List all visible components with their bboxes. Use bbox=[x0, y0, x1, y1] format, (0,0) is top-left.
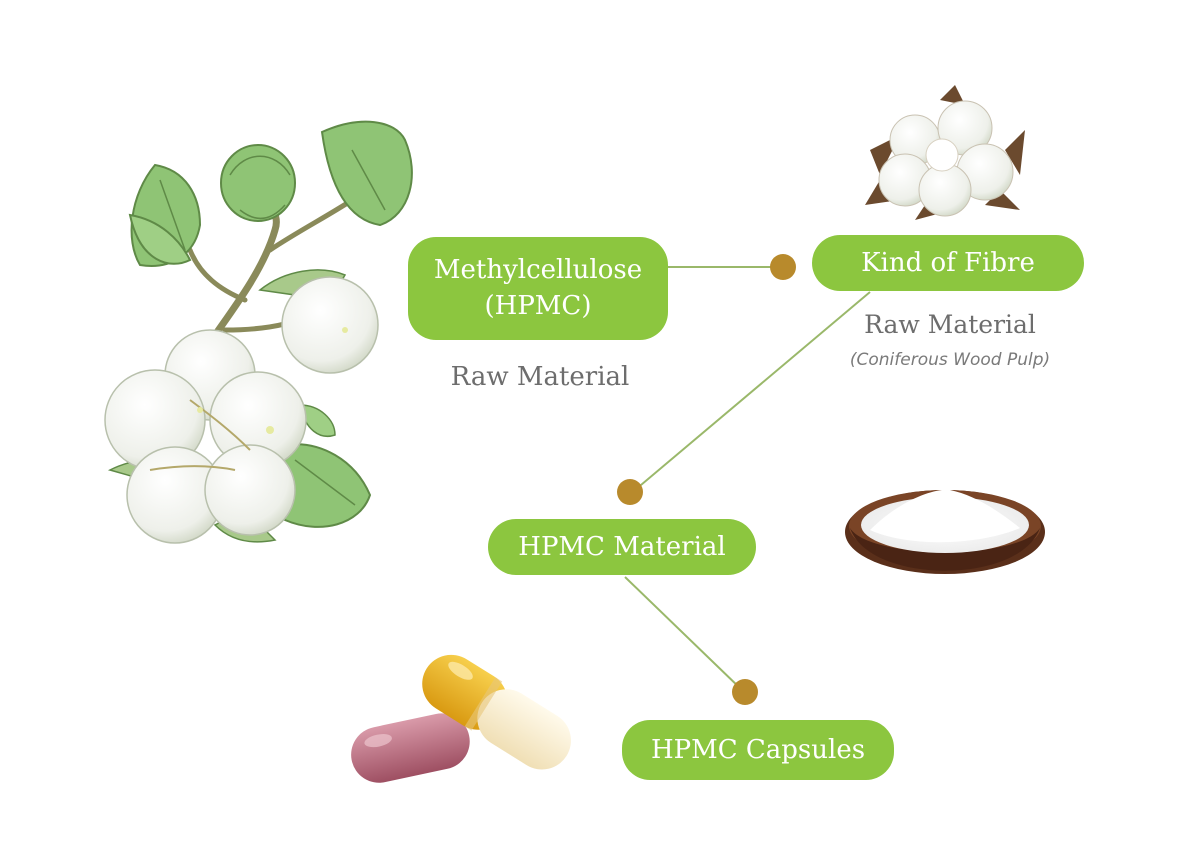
node-methylcellulose-line2: (HPMC) bbox=[484, 290, 592, 321]
caption-coniferous-wood-pulp: (Coniferous Wood Pulp) bbox=[849, 350, 1051, 370]
connector-dot-material bbox=[617, 479, 643, 505]
connector-lines bbox=[624, 266, 871, 691]
caption-raw-material-left: Raw Material bbox=[450, 362, 630, 392]
node-kind-of-fibre: Kind of Fibre bbox=[812, 235, 1084, 291]
cotton-boll-photo bbox=[865, 85, 1025, 220]
connector-dot-fibre bbox=[770, 254, 796, 280]
powder-bowl-photo bbox=[845, 489, 1045, 574]
connector-dot-capsules bbox=[732, 679, 758, 705]
node-hpmc-material: HPMC Material bbox=[488, 519, 756, 575]
node-hpmc-material-label: HPMC Material bbox=[518, 532, 726, 562]
capsules-photo bbox=[351, 654, 571, 783]
node-kind-of-fibre-label: Kind of Fibre bbox=[861, 248, 1035, 278]
node-methylcellulose: Methylcellulose (HPMC) bbox=[408, 237, 668, 340]
cotton-plant-illustration bbox=[104, 120, 413, 544]
caption-raw-material-right: Raw Material bbox=[864, 310, 1036, 339]
node-hpmc-capsules-label: HPMC Capsules bbox=[650, 735, 866, 765]
node-methylcellulose-line1: Methylcellulose bbox=[433, 255, 643, 286]
node-hpmc-capsules: HPMC Capsules bbox=[622, 720, 894, 780]
